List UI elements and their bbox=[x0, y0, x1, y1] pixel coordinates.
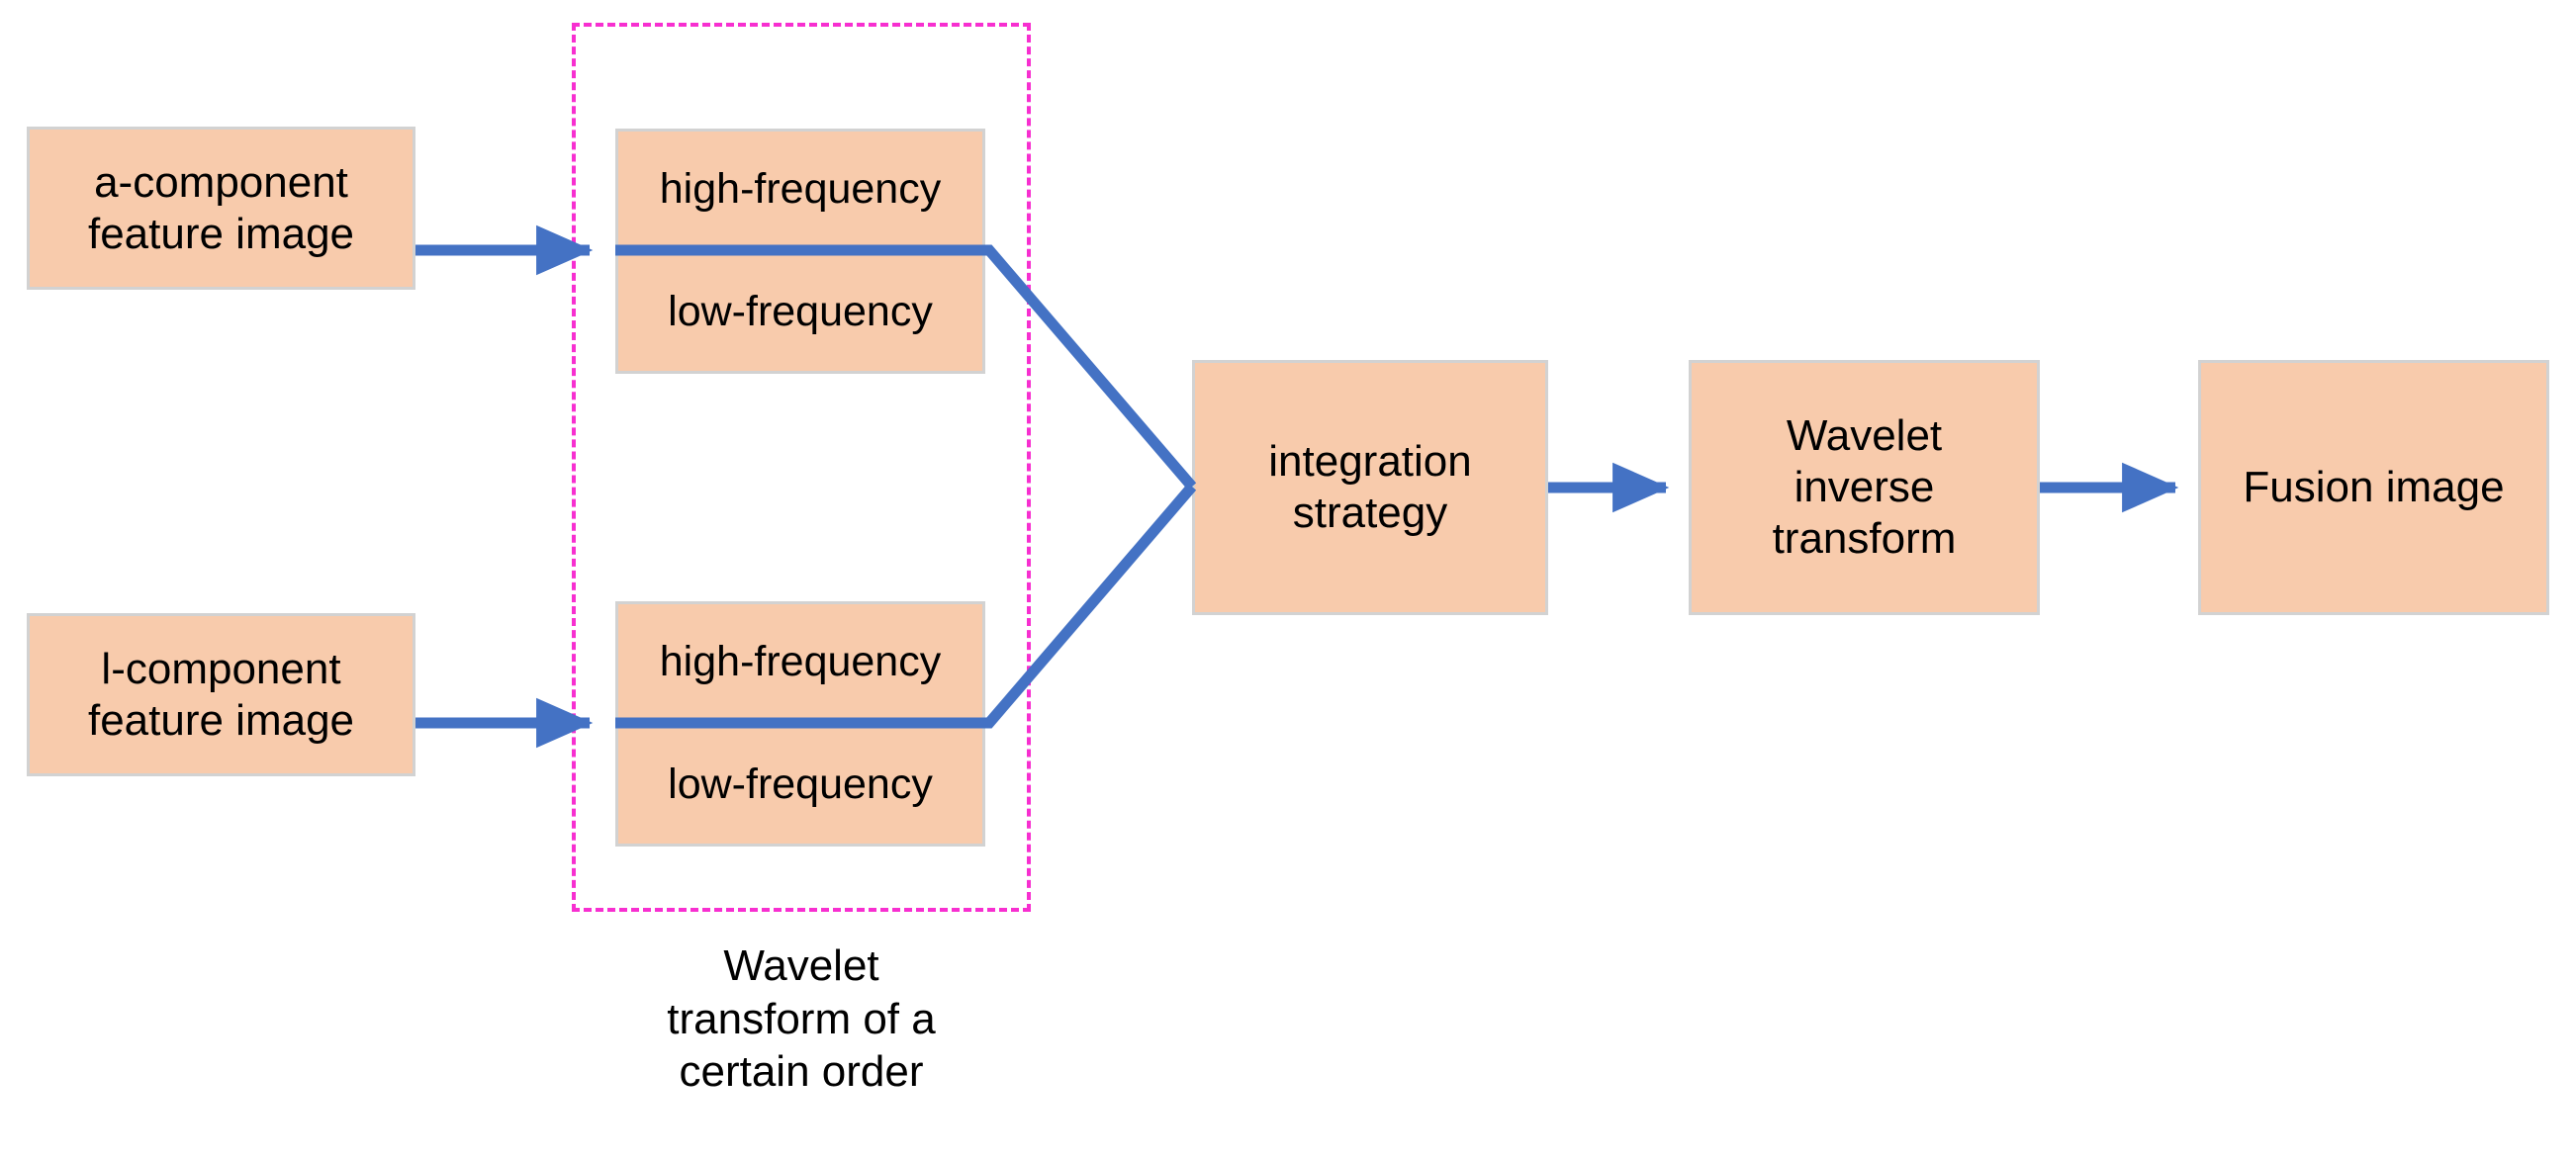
node-fusion-image[interactable]: Fusion image bbox=[2198, 360, 2549, 615]
node-l-component-feature-image[interactable]: l-component feature image bbox=[27, 613, 415, 776]
node-low-frequency-bottom[interactable]: low-frequency bbox=[615, 723, 985, 847]
node-low-frequency-top[interactable]: low-frequency bbox=[615, 250, 985, 374]
node-integration-strategy[interactable]: integration strategy bbox=[1192, 360, 1548, 615]
node-a-component-feature-image[interactable]: a-component feature image bbox=[27, 127, 415, 290]
node-high-frequency-bottom[interactable]: high-frequency bbox=[615, 601, 985, 723]
wavelet-transform-group-caption: Wavelet transform of a certain order bbox=[667, 941, 936, 1097]
node-high-frequency-top[interactable]: high-frequency bbox=[615, 129, 985, 250]
node-wavelet-inverse-transform[interactable]: Wavelet inverse transform bbox=[1689, 360, 2040, 615]
